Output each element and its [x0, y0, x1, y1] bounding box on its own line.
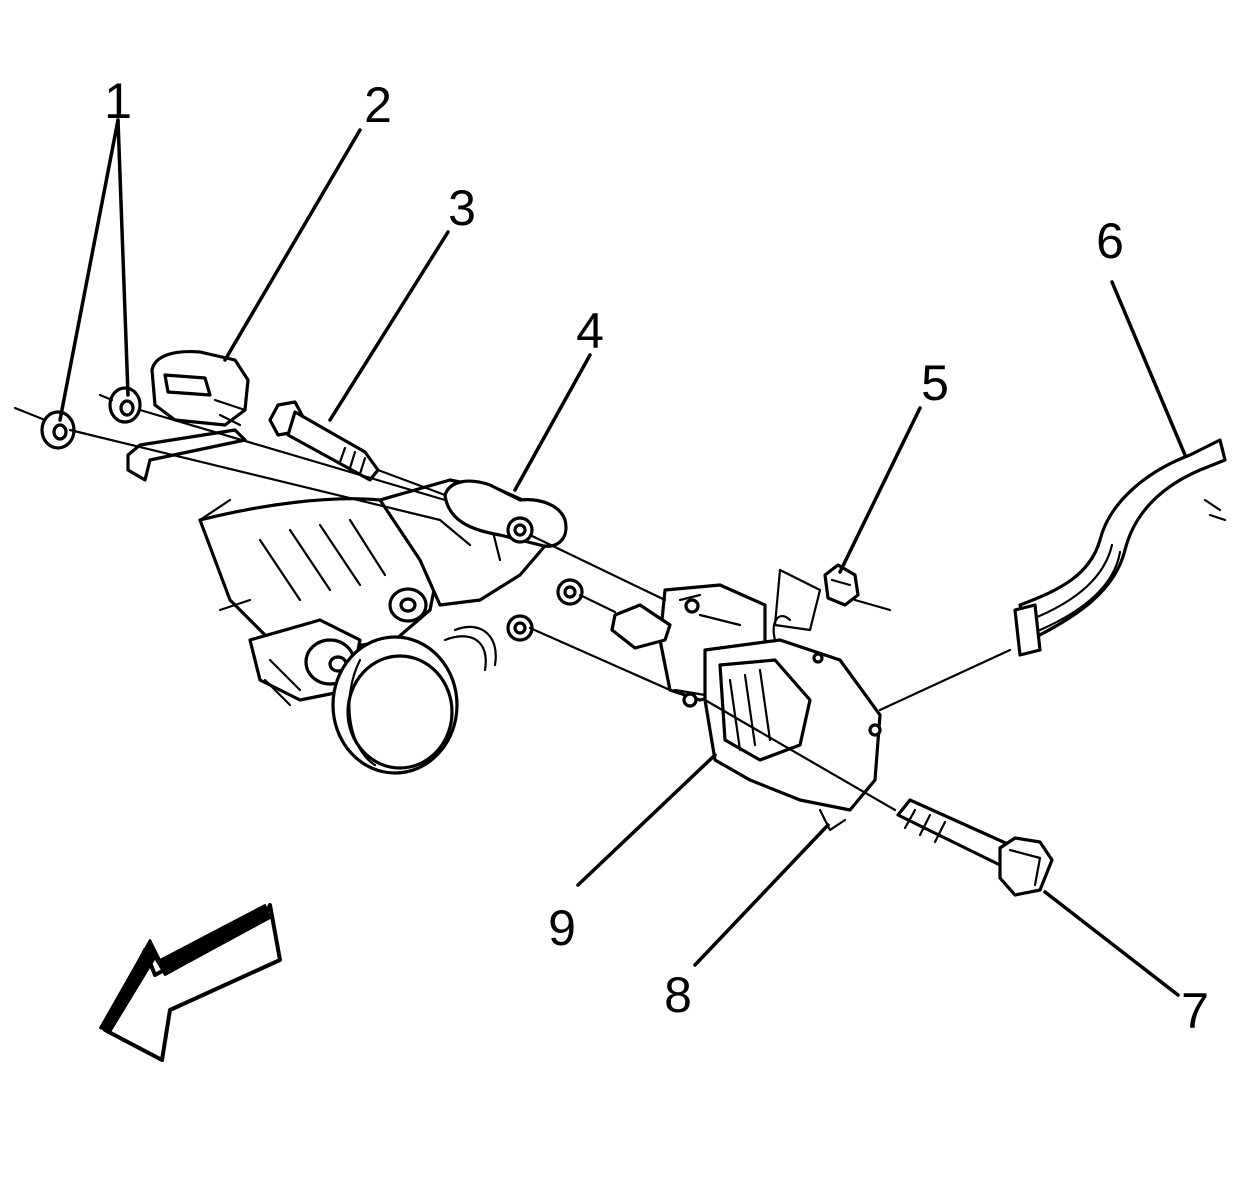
washers [40, 386, 142, 450]
callout-1: 1 [104, 73, 132, 129]
callout-9: 9 [548, 900, 576, 956]
leader-lines [58, 118, 1187, 997]
axle-housing-assembly [198, 478, 552, 775]
pin-boot [443, 479, 568, 548]
bleeder-nut [823, 563, 860, 607]
front-direction-arrow-icon [99, 903, 282, 1062]
lower-bushings [506, 578, 672, 650]
callout-4: 4 [576, 303, 604, 359]
callout-2: 2 [364, 77, 392, 133]
callout-3: 3 [448, 180, 476, 236]
callout-6: 6 [1096, 213, 1124, 269]
assembly-lines [13, 393, 1012, 812]
callout-labels: 1 2 3 4 5 6 7 8 9 [104, 73, 1209, 1039]
callout-8: 8 [664, 967, 692, 1023]
pad-clip [126, 349, 250, 482]
brake-hose [1013, 438, 1227, 657]
callout-5: 5 [921, 355, 949, 411]
brake-caliper [703, 568, 882, 832]
guide-pin-bolt-upper [268, 400, 380, 482]
guide-pin-bolt-lower [896, 798, 1054, 897]
callout-7: 7 [1181, 983, 1209, 1039]
